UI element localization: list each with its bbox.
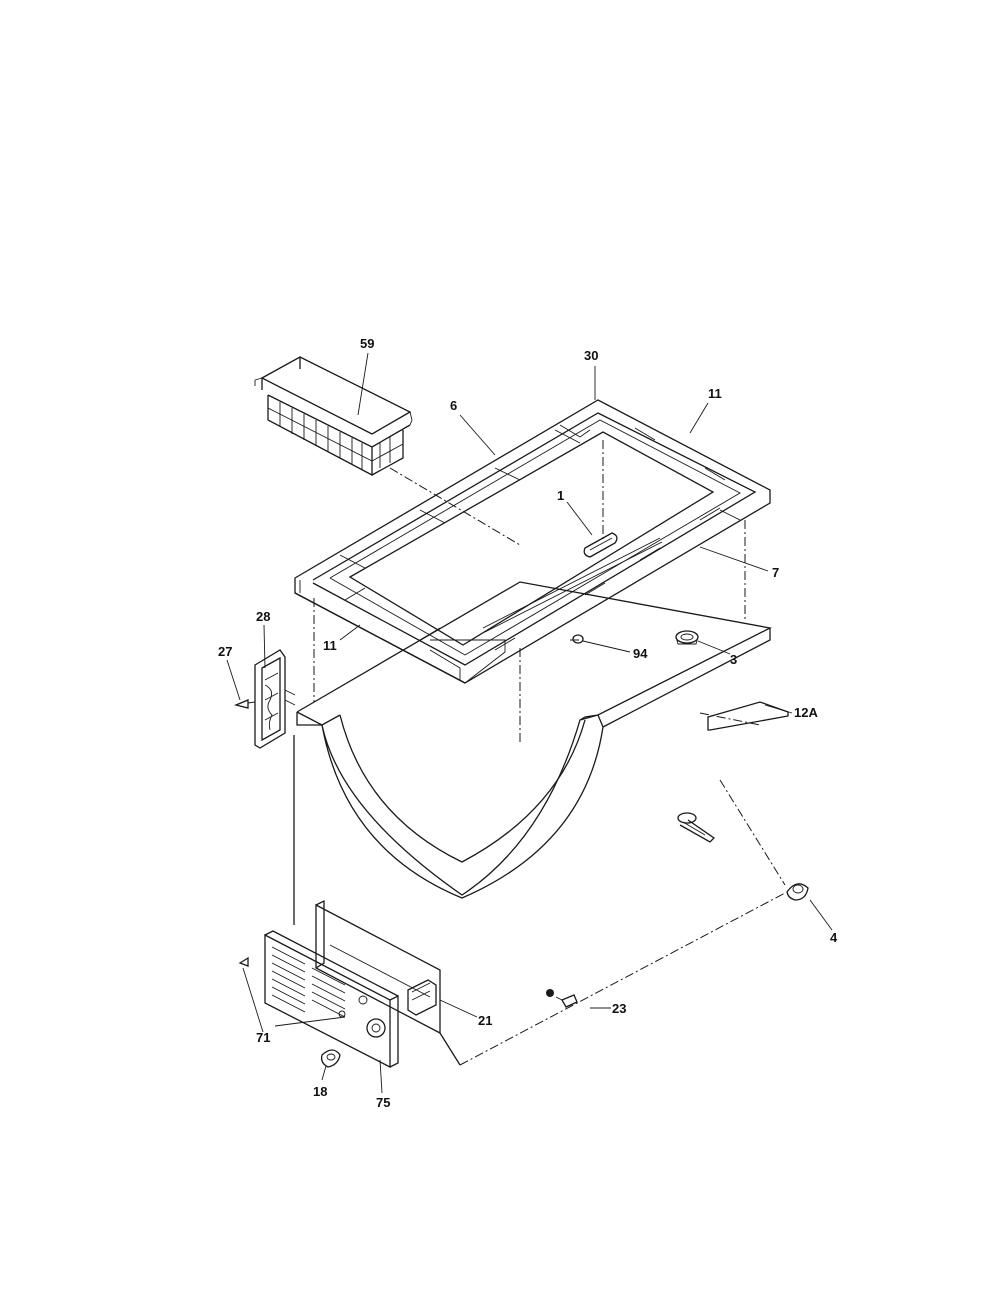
callout-94: 94 bbox=[633, 646, 648, 661]
trim-strip bbox=[707, 701, 789, 731]
panel-screw bbox=[238, 956, 249, 967]
callout-27: 27 bbox=[218, 644, 232, 659]
control-panel bbox=[264, 930, 399, 1069]
hinge-screw bbox=[233, 699, 256, 709]
leader-lines bbox=[226, 352, 833, 1094]
callout-7: 7 bbox=[772, 565, 779, 580]
drain-cap bbox=[572, 634, 584, 644]
callout-4: 4 bbox=[830, 930, 838, 945]
callout-6: 6 bbox=[450, 398, 457, 413]
callout-11-top: 11 bbox=[708, 386, 722, 401]
callout-11-left: 11 bbox=[323, 638, 337, 653]
callout-21: 21 bbox=[478, 1013, 492, 1028]
wire-basket bbox=[254, 356, 413, 477]
drain-fitting bbox=[786, 883, 809, 901]
lid-handle bbox=[583, 532, 618, 558]
callout-labels: 59 30 11 6 1 7 28 27 11 94 3 12A 4 21 23… bbox=[218, 336, 838, 1110]
callout-30: 30 bbox=[584, 348, 598, 363]
thermostat-control bbox=[407, 979, 461, 1066]
alignment-lines bbox=[313, 440, 786, 1066]
control-bracket bbox=[315, 899, 441, 1035]
callout-12a: 12A bbox=[794, 705, 818, 720]
callout-59: 59 bbox=[360, 336, 374, 351]
knob bbox=[320, 1049, 341, 1068]
callout-1: 1 bbox=[557, 488, 564, 503]
callout-28: 28 bbox=[256, 609, 270, 624]
hinge-bracket bbox=[254, 649, 296, 925]
callout-3: 3 bbox=[730, 652, 737, 667]
cabinet-liner bbox=[296, 581, 773, 899]
screw-with-washer bbox=[546, 989, 578, 1008]
callout-71: 71 bbox=[256, 1030, 270, 1045]
drain-tube bbox=[677, 812, 716, 843]
callout-23: 23 bbox=[612, 1001, 626, 1016]
callout-75: 75 bbox=[376, 1095, 390, 1110]
lid-frame-assembly bbox=[294, 399, 771, 684]
drain-plug bbox=[675, 630, 699, 645]
callout-18: 18 bbox=[313, 1084, 327, 1099]
